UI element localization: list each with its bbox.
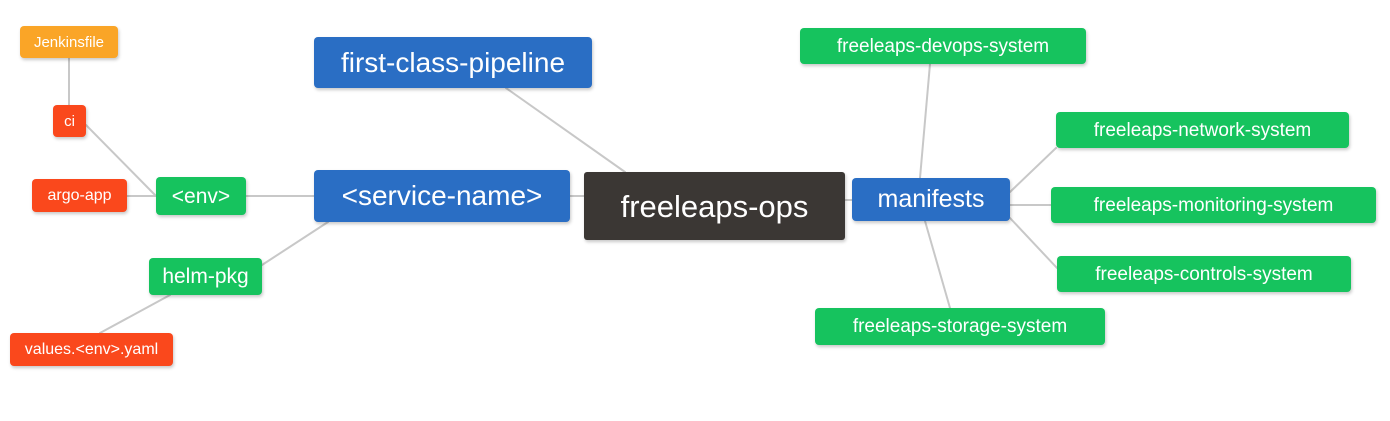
node-label: ci [64, 112, 75, 130]
mindmap-node-first-class-pipeline[interactable]: first-class-pipeline [314, 37, 592, 88]
edge-manifests-to-freeleaps-network-system [1009, 147, 1057, 193]
mindmap-node-freeleaps-controls-system[interactable]: freeleaps-controls-system [1057, 256, 1351, 292]
mindmap-node-jenkinsfile[interactable]: Jenkinsfile [20, 26, 118, 58]
node-label: manifests [877, 185, 985, 213]
mindmap-node-manifests[interactable]: manifests [852, 178, 1010, 221]
edge-manifests-to-freeleaps-storage-system [924, 220, 951, 309]
node-label: <env> [171, 184, 231, 208]
mindmap-node-freeleaps-storage-system[interactable]: freeleaps-storage-system [815, 308, 1105, 345]
edge-manifests-to-freeleaps-controls-system [1009, 217, 1058, 269]
edge-service-name-to-helm-pkg [261, 221, 329, 266]
node-label: values.<env>.yaml [24, 340, 159, 358]
mindmap-node-freeleaps-ops[interactable]: freeleaps-ops [584, 172, 845, 240]
node-label: freeleaps-monitoring-system [1093, 194, 1334, 216]
node-label: argo-app [47, 186, 112, 204]
node-label: freeleaps-storage-system [852, 316, 1068, 337]
mindmap-node-freeleaps-monitoring-system[interactable]: freeleaps-monitoring-system [1051, 187, 1376, 223]
mindmap-node-service-name[interactable]: <service-name> [314, 170, 570, 222]
mindmap-node-argo-app[interactable]: argo-app [32, 179, 127, 212]
node-label: freeleaps-ops [620, 188, 809, 224]
mindmap-node-ci[interactable]: ci [53, 105, 86, 137]
mindmap-node-freeleaps-network-system[interactable]: freeleaps-network-system [1056, 112, 1349, 148]
edge-manifests-to-freeleaps-devops-system [919, 63, 931, 179]
node-label: freeleaps-controls-system [1095, 263, 1313, 285]
edge-first-class-pipeline-to-freeleaps-ops [505, 87, 626, 173]
node-label: freeleaps-network-system [1093, 119, 1312, 141]
mindmap-node-env[interactable]: <env> [156, 177, 246, 215]
node-label: helm-pkg [162, 265, 249, 288]
edge-helm-pkg-to-values-env-yaml [99, 294, 171, 334]
node-label: freeleaps-devops-system [836, 35, 1050, 57]
node-label: <service-name> [341, 180, 543, 211]
node-label: first-class-pipeline [340, 46, 566, 78]
mindmap-node-helm-pkg[interactable]: helm-pkg [149, 258, 262, 295]
mindmap-node-freeleaps-devops-system[interactable]: freeleaps-devops-system [800, 28, 1086, 64]
node-label: Jenkinsfile [33, 33, 105, 51]
mindmap-node-values-env-yaml[interactable]: values.<env>.yaml [10, 333, 173, 366]
